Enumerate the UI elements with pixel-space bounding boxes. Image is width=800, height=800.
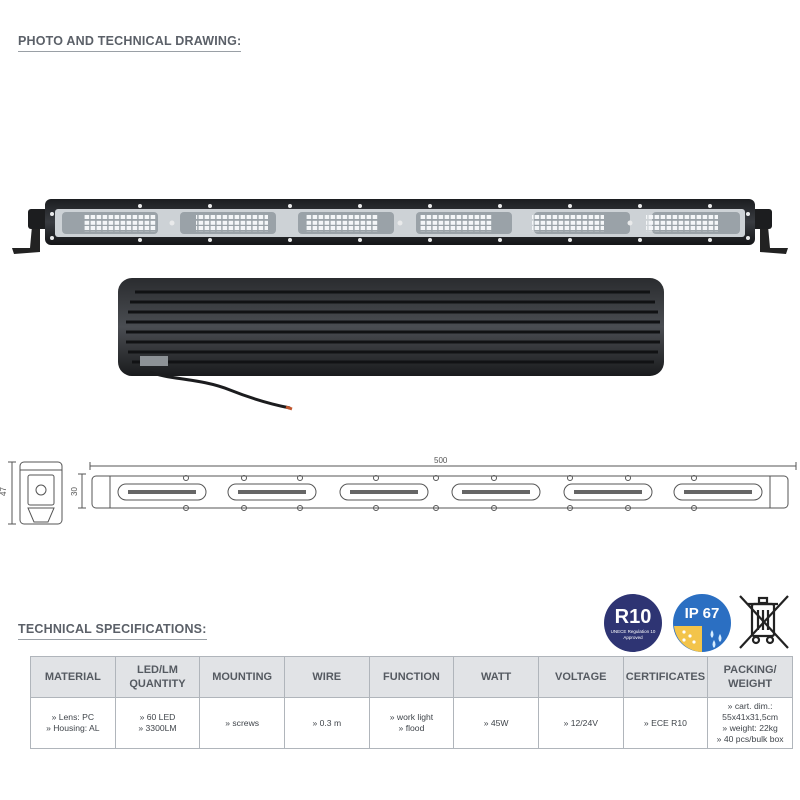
spec-value-cell: » 45W — [453, 697, 539, 749]
spec-value-text: » Housing: AL — [46, 723, 100, 733]
side-height-label: 47 — [0, 487, 8, 496]
spec-header-cell: FUNCTION — [368, 656, 455, 698]
photo-section-title: PHOTO AND TECHNICAL DRAWING: — [18, 34, 242, 52]
spec-value-text: 55x41x31,5cm — [722, 712, 779, 722]
spec-header-cell: WATT — [453, 656, 539, 698]
spec-value-cell: » 12/24V — [537, 697, 624, 749]
spec-header-cell: CERTIFICATES — [622, 656, 709, 698]
spec-value-text: » 60 LED — [139, 712, 176, 722]
spec-header-row: MATERIAL LED/LM QUANTITY MOUNTING WIRE FUNCTI… — [30, 656, 793, 698]
spec-value-text: » screws — [225, 717, 260, 728]
r10-line2: Approved — [623, 635, 643, 640]
crossed-bin-icon — [739, 595, 789, 649]
side-drawing — [8, 461, 63, 525]
spec-section-title: TECHNICAL SPECIFICATIONS: — [18, 622, 207, 640]
front-photo — [12, 199, 788, 254]
spec-header-cell: PACKING/WEIGHT — [707, 656, 793, 698]
spec-header-text: WIRE — [312, 671, 342, 683]
spec-table: MATERIAL LED/LM QUANTITY MOUNTING WIRE FUNCTI… — [30, 656, 793, 749]
spec-header-text: WATT — [480, 671, 512, 683]
spec-header-text: MATERIAL — [44, 671, 101, 683]
spec-value-text: » 12/24V — [563, 717, 598, 728]
spec-value-text: » ECE R10 — [643, 717, 687, 728]
spec-value-text: » flood — [398, 723, 425, 733]
spec-value-text: » 0.3 m — [312, 717, 342, 728]
spec-value-cell: » screws — [199, 697, 285, 749]
spec-value-text: » 40 pcs/bulk box — [716, 734, 784, 744]
spec-value-cell: » Lens: PC» Housing: AL — [30, 697, 116, 749]
spec-header-text: QUANTITY — [129, 678, 186, 690]
spec-value-row: » Lens: PC» Housing: AL» 60 LED» 3300LM»… — [30, 697, 793, 749]
spec-header-cell: MATERIAL — [30, 656, 116, 698]
back-photo — [118, 278, 664, 411]
spec-value-cell: » work light» flood — [368, 697, 455, 749]
ip67-badge: IP 67 — [673, 594, 731, 652]
spec-value-text: » Lens: PC — [51, 712, 95, 722]
r10-badge: R10 UNECE Regulation 10 Approved — [604, 594, 662, 652]
front-drawing — [78, 462, 797, 511]
certification-badges: R10 UNECE Regulation 10 Approved IP 67 — [604, 594, 789, 652]
spec-value-cell: » 0.3 m — [283, 697, 370, 749]
ip-main-text: IP 67 — [685, 605, 720, 622]
product-illustrations: 47 500 30 — [0, 199, 797, 525]
spec-header-cell: WIRE — [283, 656, 370, 698]
spec-header-text: PACKING/ — [723, 664, 777, 676]
height-label: 30 — [70, 487, 79, 496]
spec-value-cell: » cart. dim.:55x41x31,5cm» weight: 22kg»… — [707, 697, 793, 749]
spec-header-text: FUNCTION — [383, 671, 440, 683]
spec-header-text: WEIGHT — [728, 678, 773, 690]
spec-value-cell: » ECE R10 — [622, 697, 709, 749]
spec-header-cell: MOUNTING — [199, 656, 285, 698]
spec-value-text: » weight: 22kg — [722, 723, 778, 733]
spec-header-cell: LED/LM QUANTITY — [114, 656, 201, 698]
spec-header-cell: VOLTAGE — [537, 656, 624, 698]
spec-header-text: LED/LM — [137, 664, 178, 676]
r10-line1: UNECE Regulation 10 — [611, 629, 656, 634]
length-label: 500 — [434, 456, 448, 465]
spec-header-text: VOLTAGE — [554, 671, 607, 683]
spec-value-text: » cart. dim.: — [727, 701, 773, 711]
spec-value-cell: » 60 LED» 3300LM — [114, 697, 201, 749]
spec-value-text: » work light — [389, 712, 434, 722]
spec-header-text: MOUNTING — [212, 671, 273, 683]
spec-value-text: » 3300LM — [138, 723, 177, 733]
spec-value-text: » 45W — [483, 717, 509, 728]
spec-header-text: CERTIFICATES — [625, 671, 706, 683]
r10-main-text: R10 — [615, 606, 652, 628]
